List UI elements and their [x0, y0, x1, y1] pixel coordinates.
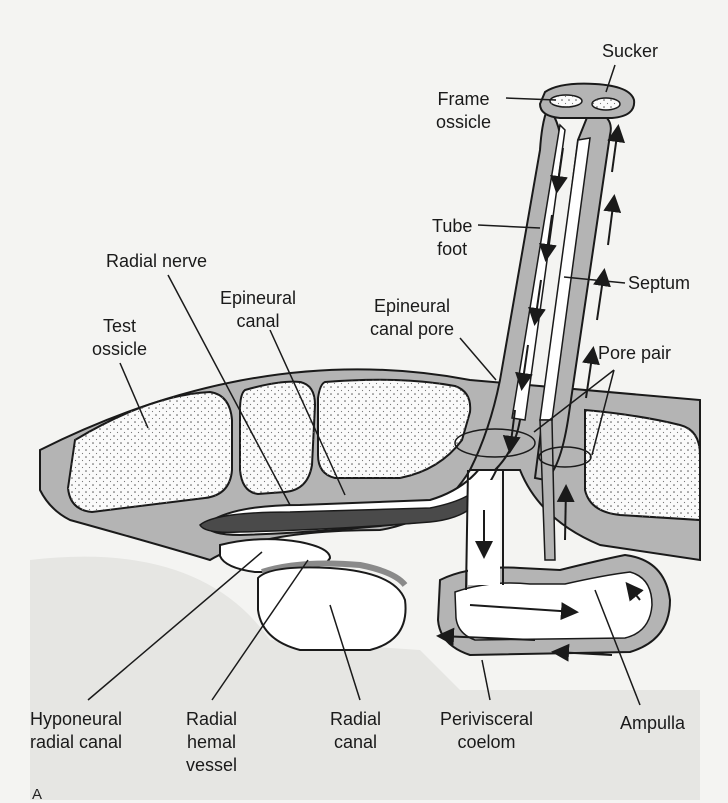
frame-ossicle-right-dots: [592, 98, 620, 110]
label-pore-pair: Pore pair: [598, 343, 672, 363]
label-test-ossicle: Test ossicle: [92, 316, 148, 359]
septum-lower: [539, 419, 556, 561]
label-tube-foot: Tube foot: [432, 216, 473, 259]
label-epineural-canal: Epineural canal: [220, 288, 297, 331]
test-ossicle-left-dots: [68, 392, 232, 512]
canal-vertical-walls: [465, 469, 504, 591]
frame-ossicle-left-dots: [550, 95, 582, 107]
label-radial-hemal-vessel: Radial hemal vessel: [186, 709, 238, 775]
pore-left: [454, 428, 536, 458]
test-ossicle-middle-left-dots: [240, 381, 315, 494]
label-ampulla: Ampulla: [620, 713, 686, 733]
label-radial-canal: Radial canal: [330, 709, 382, 752]
tube-foot-inner-left: [511, 123, 566, 421]
label-perivisceral-coelom: Perivisceral coelom: [440, 709, 534, 752]
test-ossicle-middle-dots: [318, 379, 471, 478]
radial-nerve: [199, 483, 483, 534]
flow-arrows: [436, 124, 644, 662]
label-frame-ossicle: Frame ossicle: [436, 89, 492, 132]
radial-hemal-vessel: [261, 560, 408, 588]
pore-right: [538, 446, 592, 468]
label-radial-nerve: Radial nerve: [106, 251, 208, 271]
leader-lines: [87, 64, 641, 706]
panel-letter: A: [32, 786, 43, 803]
coelom-background: [30, 556, 700, 800]
test-ossicle-right-dots: [585, 410, 700, 520]
label-hyponeural-radial-canal: Hyponeural radial canal: [30, 709, 123, 752]
label-sucker: Sucker: [602, 41, 659, 61]
label-septum: Septum: [628, 273, 691, 293]
ampulla-lumen: [454, 571, 653, 641]
label-epineural-canal-pore: Epineural canal pore: [370, 296, 455, 339]
